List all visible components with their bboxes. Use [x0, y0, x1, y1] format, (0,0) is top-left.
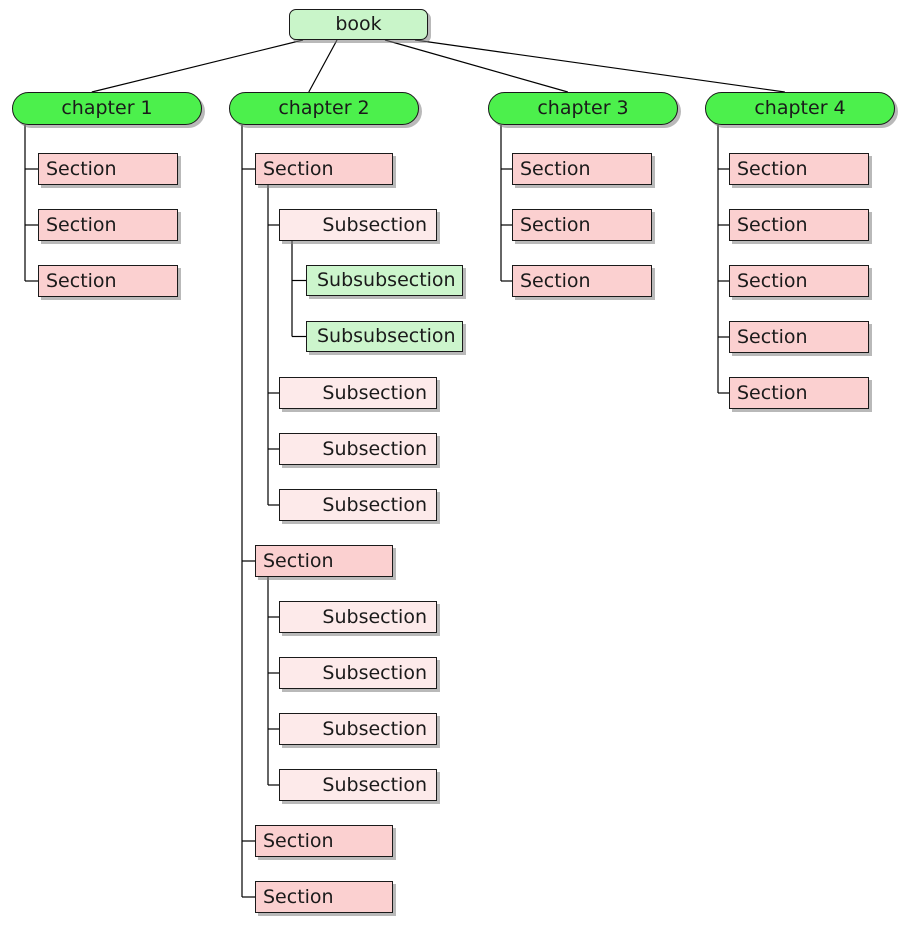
node-section-label: Section: [263, 885, 334, 908]
node-section-label: Section: [737, 325, 808, 348]
node-section-label: Section: [737, 381, 808, 404]
node-section[interactable]: Section: [729, 209, 869, 241]
node-section[interactable]: Section: [729, 377, 869, 409]
node-subsection-label: Subsection: [322, 213, 427, 236]
node-subsection[interactable]: Subsection: [279, 377, 437, 409]
node-subsection-label: Subsection: [322, 605, 427, 628]
node-subsubsection[interactable]: Subsubsection: [306, 321, 463, 352]
node-section-label: Section: [46, 269, 117, 292]
node-section[interactable]: Section: [729, 321, 869, 353]
node-section-label: Section: [520, 213, 591, 236]
node-section[interactable]: Section: [255, 881, 393, 913]
node-section-label: Section: [520, 157, 591, 180]
node-chapter-1[interactable]: chapter 1: [12, 92, 202, 125]
node-subsubsection-label: Subsubsection: [317, 269, 456, 291]
node-subsection[interactable]: Subsection: [279, 209, 437, 241]
node-subsubsection-label: Subsubsection: [317, 325, 456, 347]
edge-book-to-chapter-1: [91, 39, 304, 93]
node-subsection[interactable]: Subsection: [279, 601, 437, 633]
node-section[interactable]: Section: [38, 265, 178, 297]
node-subsection[interactable]: Subsection: [279, 489, 437, 521]
node-chapter-1-label: chapter 1: [61, 97, 153, 119]
node-chapter-4[interactable]: chapter 4: [705, 92, 895, 125]
node-section-label: Section: [737, 269, 808, 292]
node-subsection-label: Subsection: [322, 717, 427, 740]
node-section[interactable]: Section: [729, 265, 869, 297]
node-subsection-label: Subsection: [322, 437, 427, 460]
node-book[interactable]: book: [289, 9, 428, 40]
node-section[interactable]: Section: [512, 209, 652, 241]
node-section[interactable]: Section: [38, 153, 178, 185]
node-chapter-2[interactable]: chapter 2: [229, 92, 419, 125]
node-subsection-label: Subsection: [322, 773, 427, 796]
node-subsubsection[interactable]: Subsubsection: [306, 265, 463, 296]
node-chapter-3-label: chapter 3: [537, 97, 629, 119]
node-subsection[interactable]: Subsection: [279, 713, 437, 745]
node-subsection-label: Subsection: [322, 381, 427, 404]
edge-book-to-chapter-3: [384, 39, 568, 93]
node-section[interactable]: Section: [512, 265, 652, 297]
node-chapter-4-label: chapter 4: [754, 97, 846, 119]
node-section-label: Section: [263, 549, 334, 572]
node-book-label: book: [335, 13, 382, 35]
node-section[interactable]: Section: [512, 153, 652, 185]
node-section[interactable]: Section: [255, 153, 393, 185]
node-section-label: Section: [520, 269, 591, 292]
node-section[interactable]: Section: [255, 545, 393, 577]
node-subsection[interactable]: Subsection: [279, 769, 437, 801]
node-subsection-label: Subsection: [322, 493, 427, 516]
node-section-label: Section: [263, 157, 334, 180]
node-section-label: Section: [46, 213, 117, 236]
node-section-label: Section: [737, 213, 808, 236]
node-section-label: Section: [263, 829, 334, 852]
node-subsection[interactable]: Subsection: [279, 433, 437, 465]
node-chapter-3[interactable]: chapter 3: [488, 92, 678, 125]
node-section[interactable]: Section: [729, 153, 869, 185]
edge-book-to-chapter-2: [308, 39, 338, 93]
node-chapter-2-label: chapter 2: [278, 97, 370, 119]
node-subsection[interactable]: Subsection: [279, 657, 437, 689]
node-section[interactable]: Section: [38, 209, 178, 241]
node-subsection-label: Subsection: [322, 661, 427, 684]
node-section-label: Section: [737, 157, 808, 180]
node-section[interactable]: Section: [255, 825, 393, 857]
edge-book-to-chapter-4: [414, 39, 785, 93]
node-section-label: Section: [46, 157, 117, 180]
